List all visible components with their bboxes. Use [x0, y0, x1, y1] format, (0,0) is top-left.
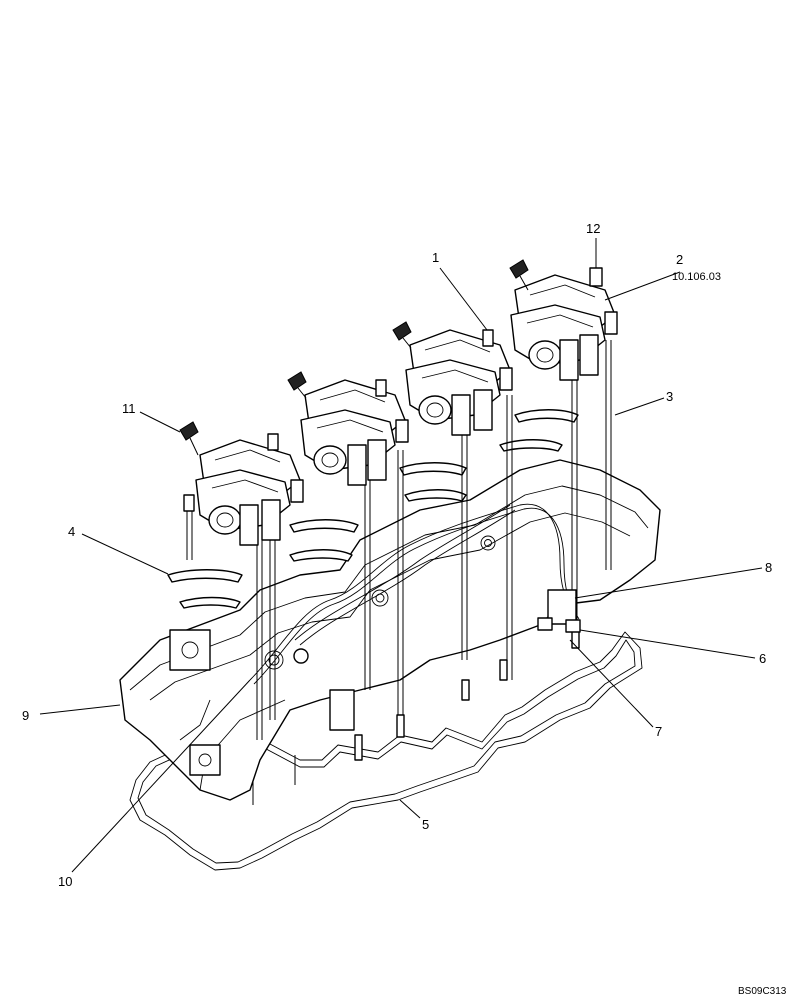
- callout-8: 8: [765, 560, 772, 575]
- callout-2-reference: 10.106.03: [672, 271, 721, 283]
- figure-code: BS09C313: [738, 986, 787, 997]
- leader-2: [604, 271, 681, 301]
- callout-10: 10: [58, 874, 72, 889]
- leader-5: [399, 799, 421, 819]
- callout-labels: 1 2 10.106.03 3 4 5 6 7 8 9 10 11 12 BS0…: [22, 221, 787, 997]
- callout-12: 12: [586, 221, 600, 236]
- leader-lines: [39, 238, 763, 873]
- callout-6: 6: [759, 651, 766, 666]
- leader-9: [39, 704, 121, 715]
- rocker-assembly-2: [287, 371, 409, 486]
- rocker-assembly-3: [392, 321, 513, 436]
- leader-11: [139, 411, 181, 433]
- callout-4: 4: [68, 524, 75, 539]
- rocker-assembly-4: [509, 259, 618, 381]
- leader-7: [569, 639, 654, 728]
- harness-drawing: [249, 503, 581, 731]
- callout-1: 1: [432, 250, 439, 265]
- gasket-drawing: [129, 631, 643, 871]
- callout-3: 3: [666, 389, 673, 404]
- leader-4: [81, 533, 169, 575]
- leader-1: [439, 267, 488, 331]
- rocker-assembly-1: [179, 421, 304, 546]
- callout-7: 7: [655, 724, 662, 739]
- callout-2: 2: [676, 252, 683, 267]
- callout-9: 9: [22, 708, 29, 723]
- leader-8: [574, 567, 763, 599]
- pushrod-drawings: [186, 340, 612, 805]
- rocker-housing-drawing: [119, 459, 661, 801]
- stud-drawings: [354, 629, 580, 761]
- callout-11: 11: [122, 401, 136, 416]
- leader-10: [71, 679, 251, 873]
- leader-6: [579, 629, 756, 659]
- leader-3: [614, 397, 665, 416]
- bridge-drawings: [167, 409, 579, 609]
- callout-5: 5: [422, 817, 429, 832]
